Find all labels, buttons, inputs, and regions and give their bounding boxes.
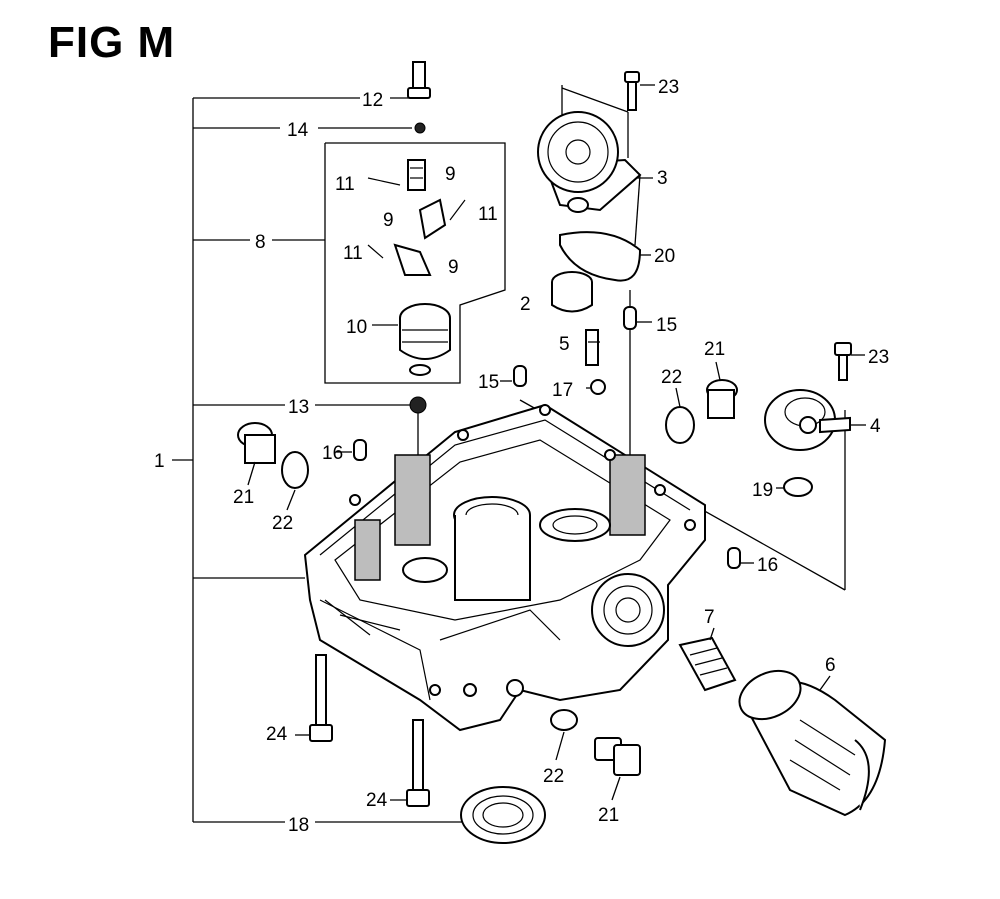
callout-5: 5: [559, 334, 570, 355]
callout-14: 14: [287, 120, 309, 141]
callout-8: 8: [255, 232, 266, 253]
oil-pump-gear-3: [537, 111, 642, 213]
callout-18: 18: [288, 815, 309, 836]
callout-leaders: [247, 84, 866, 801]
callout-11-a: 11: [335, 174, 355, 195]
callout-12: 12: [362, 90, 383, 111]
governor-assembly-8: [367, 159, 466, 376]
callout-21-left: 21: [233, 487, 254, 508]
callout-4: 4: [870, 416, 881, 437]
dowel-pin-15-right: [623, 306, 637, 330]
callout-23-top: 23: [658, 77, 679, 98]
callout-labels: 1 2 3 4 5 6 7 8 9 9 9 10 11 11 11 12 13 …: [154, 77, 889, 836]
filter-nipple-7: [678, 636, 737, 692]
bolt-24-bottom: [406, 719, 430, 807]
dowel-pin-15-left: [513, 365, 527, 387]
callout-22-right: 22: [661, 367, 682, 388]
callout-1: 1: [154, 451, 165, 472]
callout-2: 2: [520, 294, 531, 315]
oil-filter-6: [738, 669, 887, 817]
callout-16-a: 16: [322, 443, 343, 464]
washer-22-bottom: [550, 709, 578, 731]
callout-9-b: 9: [383, 210, 394, 231]
callout-3: 3: [657, 168, 668, 189]
washer-13: [409, 396, 427, 414]
callout-21-right: 21: [704, 339, 725, 360]
callout-22-bottom: 22: [543, 766, 564, 787]
callout-9-c: 9: [448, 257, 459, 278]
dowel-pin-16-left: [353, 439, 367, 461]
callout-20: 20: [654, 246, 675, 267]
callout-24-left: 24: [266, 724, 288, 745]
callout-22-left: 22: [272, 513, 293, 534]
callout-17: 17: [552, 380, 573, 401]
ball-14: [414, 122, 426, 134]
callout-15-a: 15: [656, 315, 677, 336]
callout-13: 13: [288, 397, 309, 418]
washer-22-left: [281, 451, 309, 489]
drain-plug-21-upper-right: [706, 379, 738, 419]
o-ring-17: [590, 379, 606, 395]
oil-seal-18: [460, 786, 546, 844]
callout-21-bottom: 21: [598, 805, 619, 826]
washer-22-upper-right: [665, 406, 695, 444]
callout-11-c: 11: [343, 243, 363, 264]
callout-10: 10: [346, 317, 367, 338]
bolt-12: [407, 61, 431, 99]
callout-15-b: 15: [478, 372, 499, 393]
callout-7: 7: [704, 607, 715, 628]
filter-cover-4: [764, 389, 851, 451]
crankcase-body: [303, 403, 706, 732]
dowel-pin-16-right: [727, 547, 741, 569]
rotor-2: [551, 271, 593, 313]
callout-24-bottom: 24: [366, 790, 388, 811]
callout-11-b: 11: [478, 204, 498, 225]
callout-16-b: 16: [757, 555, 778, 576]
bolt-23-top: [624, 71, 640, 111]
bolt-24-left: [309, 654, 333, 742]
drain-plug-21-bottom: [594, 737, 641, 776]
drain-plug-21-left: [237, 422, 276, 464]
o-ring-19: [783, 477, 813, 497]
bolt-23-right: [834, 342, 852, 381]
spring-5: [585, 329, 599, 366]
figure-title: FIG M: [48, 18, 176, 67]
callout-23-right: 23: [868, 347, 889, 368]
callout-19: 19: [752, 480, 773, 501]
gasket-20: [559, 231, 642, 282]
callout-9-a: 9: [445, 164, 456, 185]
callout-6: 6: [825, 655, 836, 676]
